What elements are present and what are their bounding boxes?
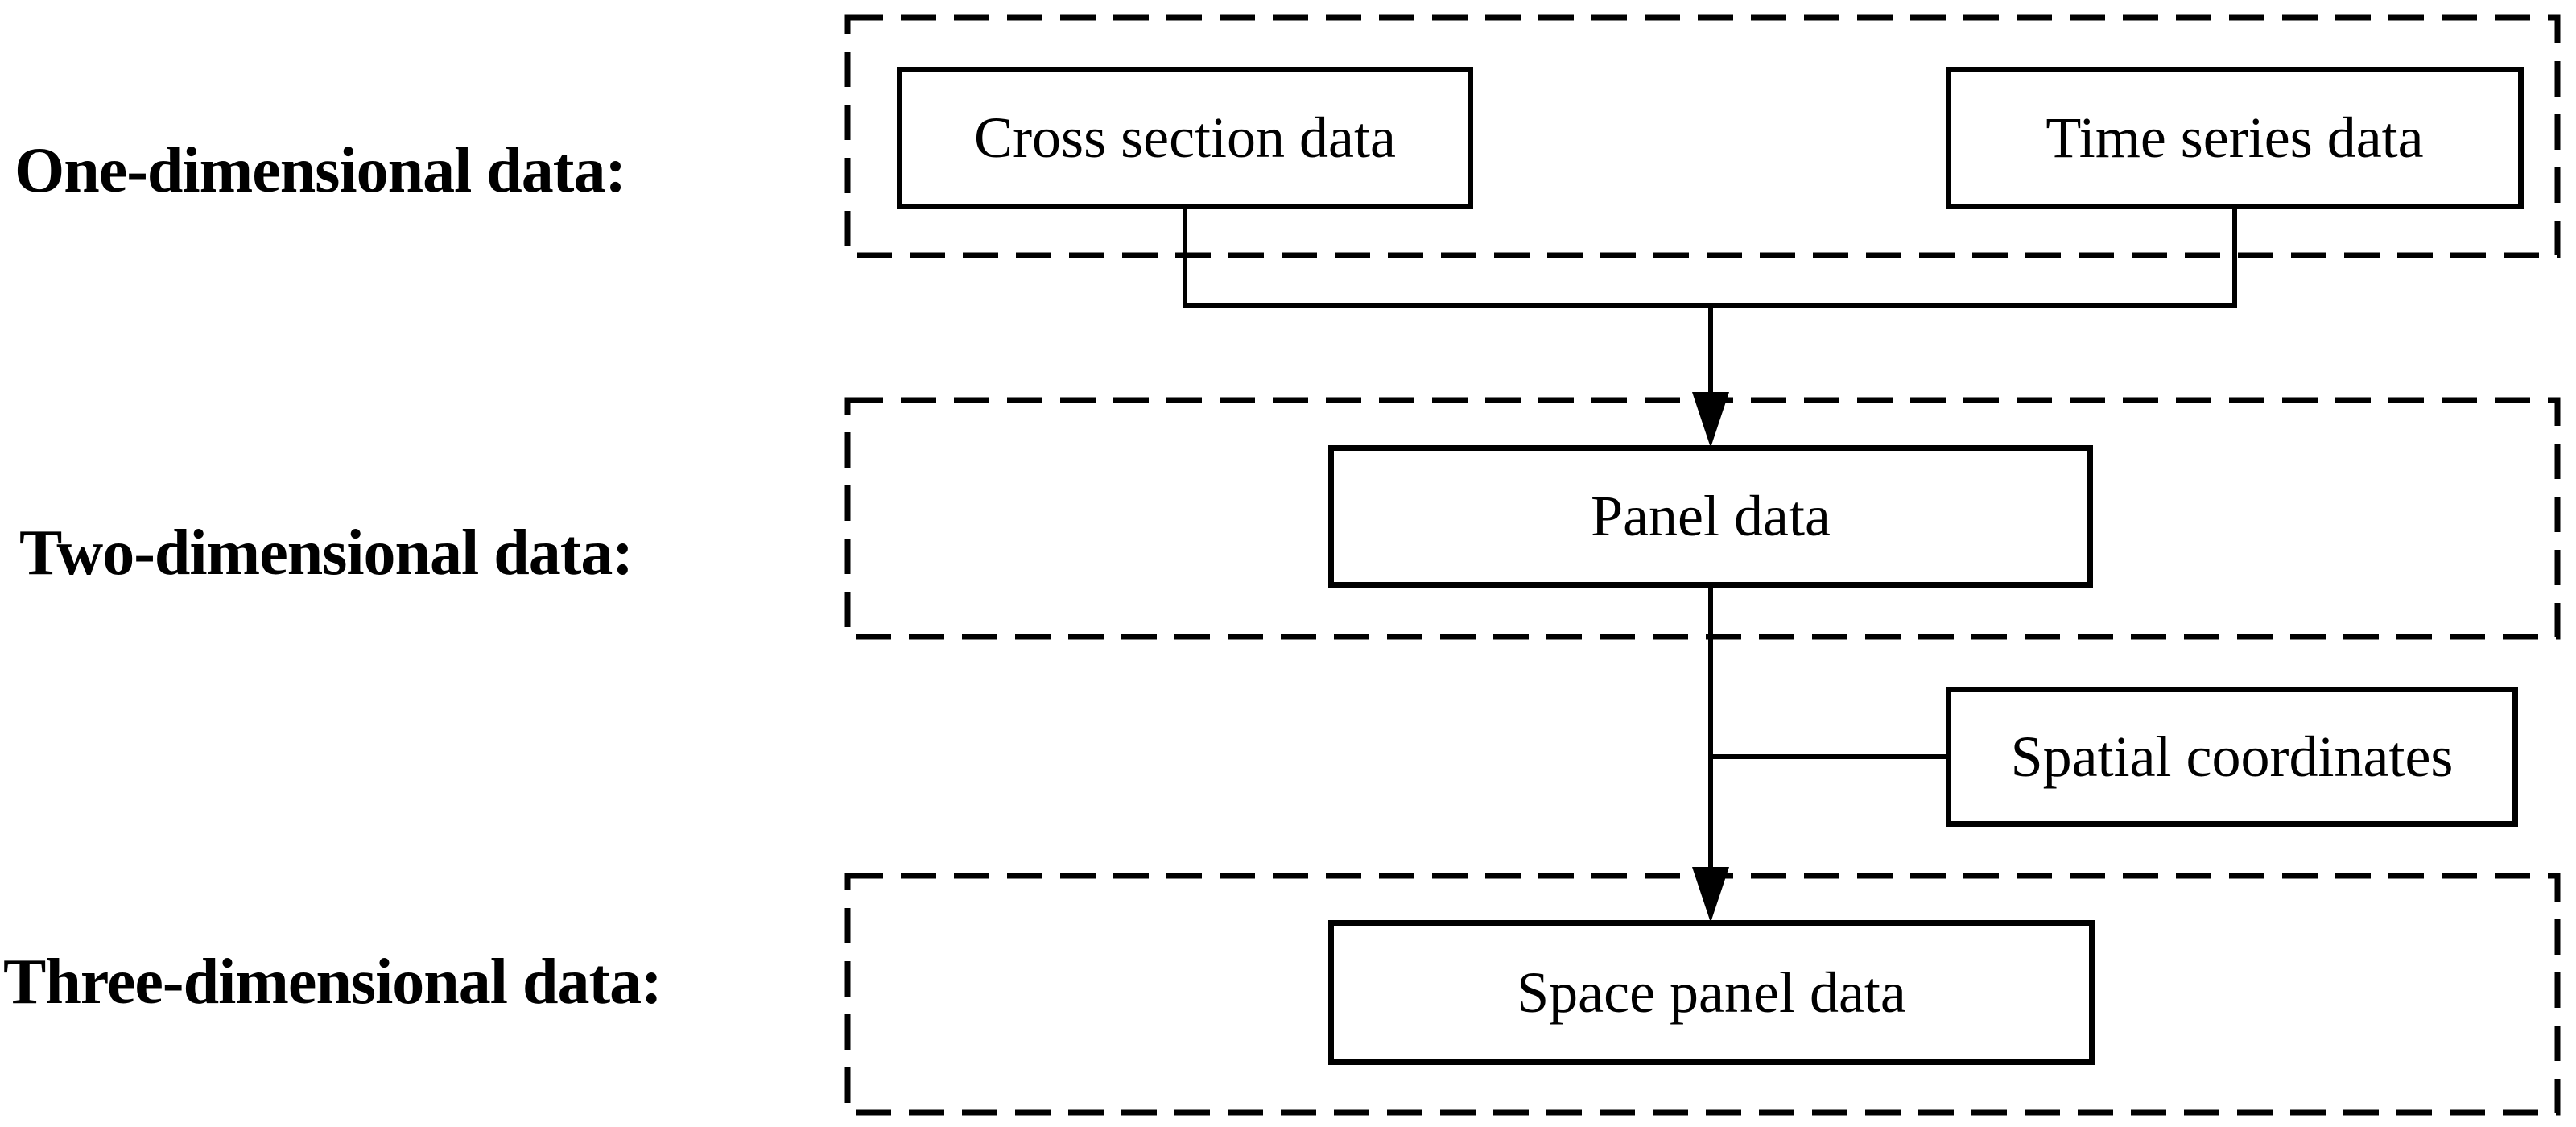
node-space-panel-data: Space panel data <box>1328 920 2095 1065</box>
node-time-series-data: Time series data <box>1946 67 2524 209</box>
node-cross-section-data: Cross section data <box>897 67 1473 209</box>
dashed-region-one-dimensional <box>844 14 2561 258</box>
row-label-two-dimensional: Two-dimensional data: <box>19 518 634 588</box>
arrowhead-into-panel-icon <box>1692 392 1729 448</box>
row-label-one-dimensional: One-dimensional data: <box>14 135 626 206</box>
row-label-three-dimensional: Three-dimensional data: <box>3 947 663 1018</box>
node-panel-data: Panel data <box>1328 445 2093 588</box>
arrowhead-into-space-panel-icon <box>1692 867 1729 923</box>
node-spatial-coordinates: Spatial coordinates <box>1946 687 2518 827</box>
